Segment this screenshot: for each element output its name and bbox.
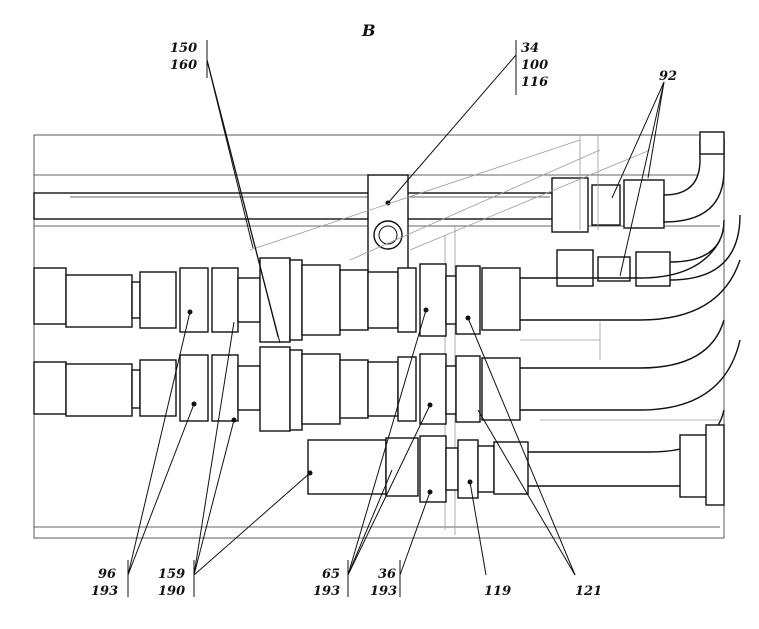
callout-121: 121 — [575, 584, 602, 599]
callout-150: 150 — [170, 41, 197, 56]
callout-36: 36 — [378, 567, 396, 582]
upper-hose-line — [33, 239, 741, 343]
callout-100: 100 — [521, 58, 548, 73]
callouts: 150 160 34 100 116 92 96 193 159 190 65 … — [91, 41, 677, 599]
callout-65: 65 — [322, 567, 340, 582]
view-label: B — [361, 21, 376, 40]
bottom-adapter-line — [307, 409, 725, 506]
construction-lines — [249, 135, 720, 421]
callout-193-a: 193 — [91, 584, 118, 599]
top-pipe — [33, 192, 555, 220]
callout-116: 116 — [521, 75, 548, 90]
callout-193-c: 193 — [370, 584, 397, 599]
leader-lines — [127, 40, 665, 597]
callout-159: 159 — [158, 567, 185, 582]
lower-hose-line — [33, 319, 741, 432]
callout-190: 190 — [158, 584, 185, 599]
callout-119: 119 — [484, 584, 511, 599]
callout-96: 96 — [98, 567, 116, 582]
callout-34: 34 — [521, 41, 539, 56]
callout-92: 92 — [659, 69, 677, 84]
callout-193-b: 193 — [313, 584, 340, 599]
pipe-clamp — [367, 174, 409, 274]
callout-160: 160 — [170, 58, 197, 73]
top-right-fittings — [551, 131, 741, 287]
